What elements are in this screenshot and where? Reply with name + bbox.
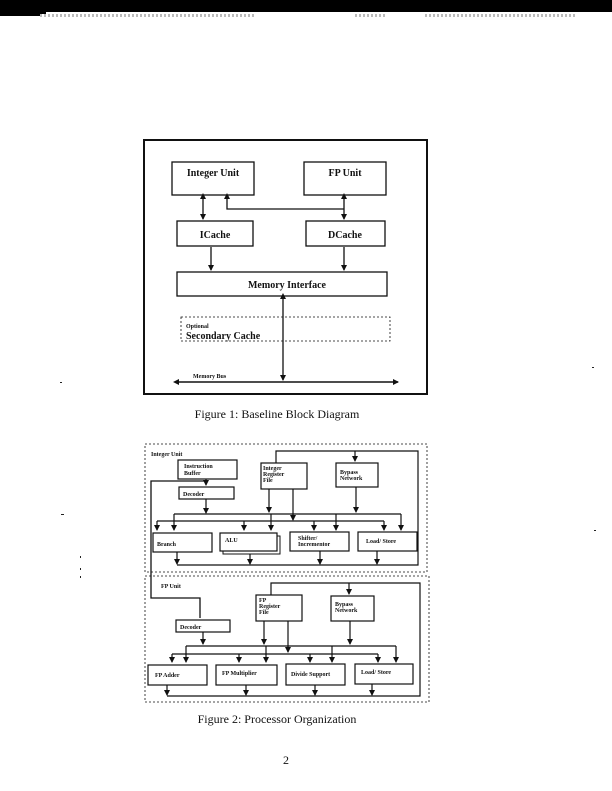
fp-unit-label: FP Unit <box>328 168 362 179</box>
scan-noise <box>40 14 255 17</box>
figure-1-caption: Figure 1: Baseline Block Diagram <box>194 407 360 421</box>
scan-specks <box>60 367 596 578</box>
fp-bypass-label-1: Bypass <box>335 602 354 608</box>
fp-adder-block <box>147 664 208 686</box>
int-writeback-loop <box>177 450 419 566</box>
fprf-label-2: Register <box>259 604 281 610</box>
figure-1: Integer Unit FP Unit ICache DCache Memor… <box>143 139 428 395</box>
icache-label: ICache <box>200 230 231 241</box>
int-decoder-label: Decoder <box>183 492 205 498</box>
shifter-label-2: Incrementor <box>298 542 331 548</box>
fp-unit-container <box>144 575 430 703</box>
shifter-label-1: Shifter/ <box>298 536 318 542</box>
secondary-cache-label: Secondary Cache <box>186 331 261 342</box>
branch-label: Branch <box>157 542 177 548</box>
int-fu-outputs <box>174 551 380 565</box>
dcache-block <box>305 220 386 247</box>
int-load-store-label: Load/ Store <box>366 539 396 545</box>
fp-fu-outputs <box>164 684 375 696</box>
irf-label-2: Register <box>263 472 285 478</box>
integer-unit-block <box>171 161 255 196</box>
integer-unit-title: Integer Unit <box>151 452 182 458</box>
fp-multiplier-label: FP Multiplier <box>222 671 257 677</box>
irf-label-1: Integer <box>263 466 282 472</box>
scan-top-edge <box>0 0 612 12</box>
divide-support-label: Divide Support <box>291 672 330 678</box>
fprf-label-3: File <box>259 610 269 616</box>
alu-block <box>219 532 278 552</box>
dcache-label: DCache <box>328 230 362 241</box>
int-bypass-label-1: Bypass <box>340 470 359 476</box>
memory-bus-label: Memory Bus <box>193 374 227 380</box>
fp-bypass-label-2: Network <box>335 608 358 614</box>
scan-edge-artifact <box>0 10 46 16</box>
int-dcache-bus <box>224 193 344 210</box>
fp-fu-drops <box>169 646 399 663</box>
fp-unit-title: FP Unit <box>161 584 181 590</box>
fp-writeback-loop <box>167 582 421 697</box>
scan-edge-artifact <box>582 8 612 12</box>
optional-label: Optional <box>186 324 209 330</box>
icache-block <box>176 220 254 247</box>
fp-bypass-network-block <box>330 595 375 622</box>
figure-1-frame <box>143 139 428 395</box>
fp-load-store-block <box>354 663 414 685</box>
int-fu-drops <box>154 514 404 531</box>
irf-label-3: File <box>263 478 273 484</box>
figure-2-caption: Figure 2: Processor Organization <box>197 712 357 726</box>
branch-block <box>152 532 213 553</box>
int-bypass-network-block <box>335 462 379 488</box>
fetch-path <box>150 480 206 618</box>
integer-register-file-block <box>260 462 308 490</box>
scan-noise <box>355 14 385 17</box>
fp-register-file-block <box>255 594 303 622</box>
integer-unit-container <box>144 443 428 573</box>
scan-noise <box>425 14 575 17</box>
instruction-buffer-label-2: Buffer <box>184 471 201 477</box>
fp-decoder-label: Decoder <box>180 625 202 631</box>
integer-unit-label: Integer Unit <box>187 168 240 179</box>
fp-load-store-label: Load/ Store <box>361 670 391 676</box>
int-bypass-label-2: Network <box>340 476 363 482</box>
page-number: 2 <box>283 753 289 767</box>
fprf-label-1: FP <box>259 598 267 604</box>
instruction-buffer-label-1: Instruction <box>184 464 213 470</box>
fp-adder-label: FP Adder <box>155 673 180 679</box>
alu-label: ALU <box>225 538 238 544</box>
instruction-buffer-block <box>177 459 238 480</box>
figure-2: Integer Unit Instruction Buffer Decoder … <box>144 443 430 703</box>
int-load-store-block <box>357 531 418 552</box>
memory-interface-label: Memory Interface <box>248 280 327 291</box>
